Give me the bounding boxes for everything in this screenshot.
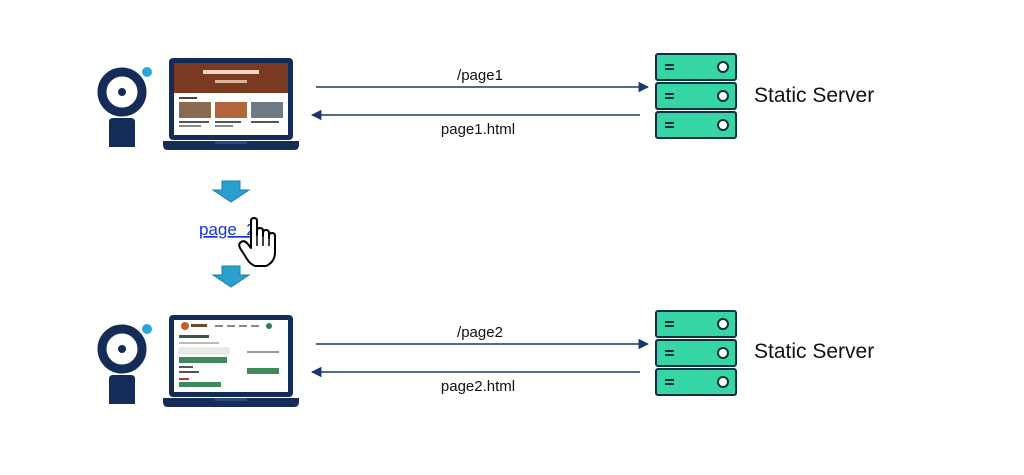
page-2-link-label[interactable]: page 2: [199, 220, 256, 239]
server-label: Static Server: [754, 340, 874, 363]
server-icon: [655, 310, 737, 396]
arrow-down-icon: [211, 265, 251, 288]
laptop-icon: [163, 315, 299, 407]
response-label: page2.html: [441, 378, 515, 395]
server-label: Static Server: [754, 84, 874, 107]
request-label: /page1: [457, 67, 503, 84]
user-icon: [97, 324, 152, 404]
arrow-down-icon: [211, 180, 251, 203]
page-2-link[interactable]: page 2: [199, 220, 256, 239]
row-2: /page2 page2.html Static Server: [97, 310, 874, 407]
request-label: /page2: [457, 324, 503, 341]
hand-cursor-icon: [238, 217, 276, 267]
server-icon: [655, 53, 737, 139]
laptop-icon: [163, 58, 299, 150]
row-1: /page1 page1.html Static Server: [97, 53, 874, 150]
user-icon: [97, 67, 152, 147]
response-label: page1.html: [441, 121, 515, 138]
